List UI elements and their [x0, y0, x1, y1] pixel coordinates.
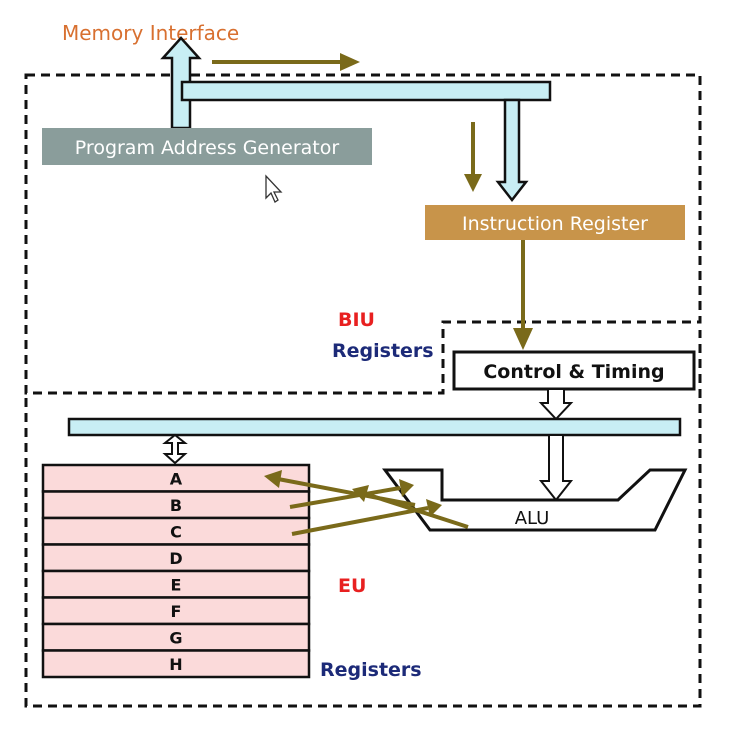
memory-interface-label: Memory Interface	[62, 21, 239, 45]
register-label-h: H	[169, 655, 182, 674]
register-label-g: G	[169, 628, 182, 647]
register-row-g	[41, 622, 311, 652]
control-to-bus-arrow	[538, 388, 574, 421]
register-row-a	[41, 463, 311, 493]
biu-registers-label: Registers	[332, 340, 434, 362]
eu-bus	[67, 417, 682, 437]
register-label-c: C	[170, 522, 182, 541]
olive-down-arrow	[464, 122, 482, 192]
register-row-d	[41, 543, 311, 573]
biu-boundary	[24, 73, 702, 395]
bus-to-ir-arrow	[495, 98, 529, 203]
biu-label: BIU	[338, 309, 375, 331]
bus-register-bidirectional-arrow	[162, 433, 188, 465]
memory-data-arrow	[212, 53, 360, 71]
instruction-register-box	[425, 205, 685, 240]
program-address-generator-label: Program Address Generator	[75, 137, 340, 159]
bus-to-alu-arrow	[538, 434, 574, 502]
alu-label: ALU	[515, 508, 550, 529]
register-row-b	[41, 490, 311, 520]
register-label-d: D	[169, 549, 182, 568]
instruction-register-label: Instruction Register	[462, 213, 648, 235]
control-timing-label: Control & Timing	[483, 361, 664, 383]
register-label-b: B	[170, 496, 182, 515]
register-label-f: F	[171, 602, 182, 621]
register-row-h	[41, 649, 311, 679]
program-address-generator-box	[42, 128, 372, 165]
ir-to-control-arrow	[513, 240, 533, 350]
eu-registers-label: Registers	[320, 659, 422, 681]
eu-label: EU	[338, 575, 366, 597]
register-alu-arrows	[264, 470, 469, 536]
register-row-e	[41, 569, 311, 599]
prefetch-bus	[180, 80, 552, 102]
register-row-f	[41, 596, 311, 626]
control-timing-box	[452, 350, 696, 391]
eu-boundary	[24, 330, 702, 708]
register-label-e: E	[171, 575, 182, 594]
alu-shape	[382, 468, 688, 532]
register-label-a: A	[170, 469, 183, 488]
mouse-pointer-icon	[265, 174, 283, 203]
